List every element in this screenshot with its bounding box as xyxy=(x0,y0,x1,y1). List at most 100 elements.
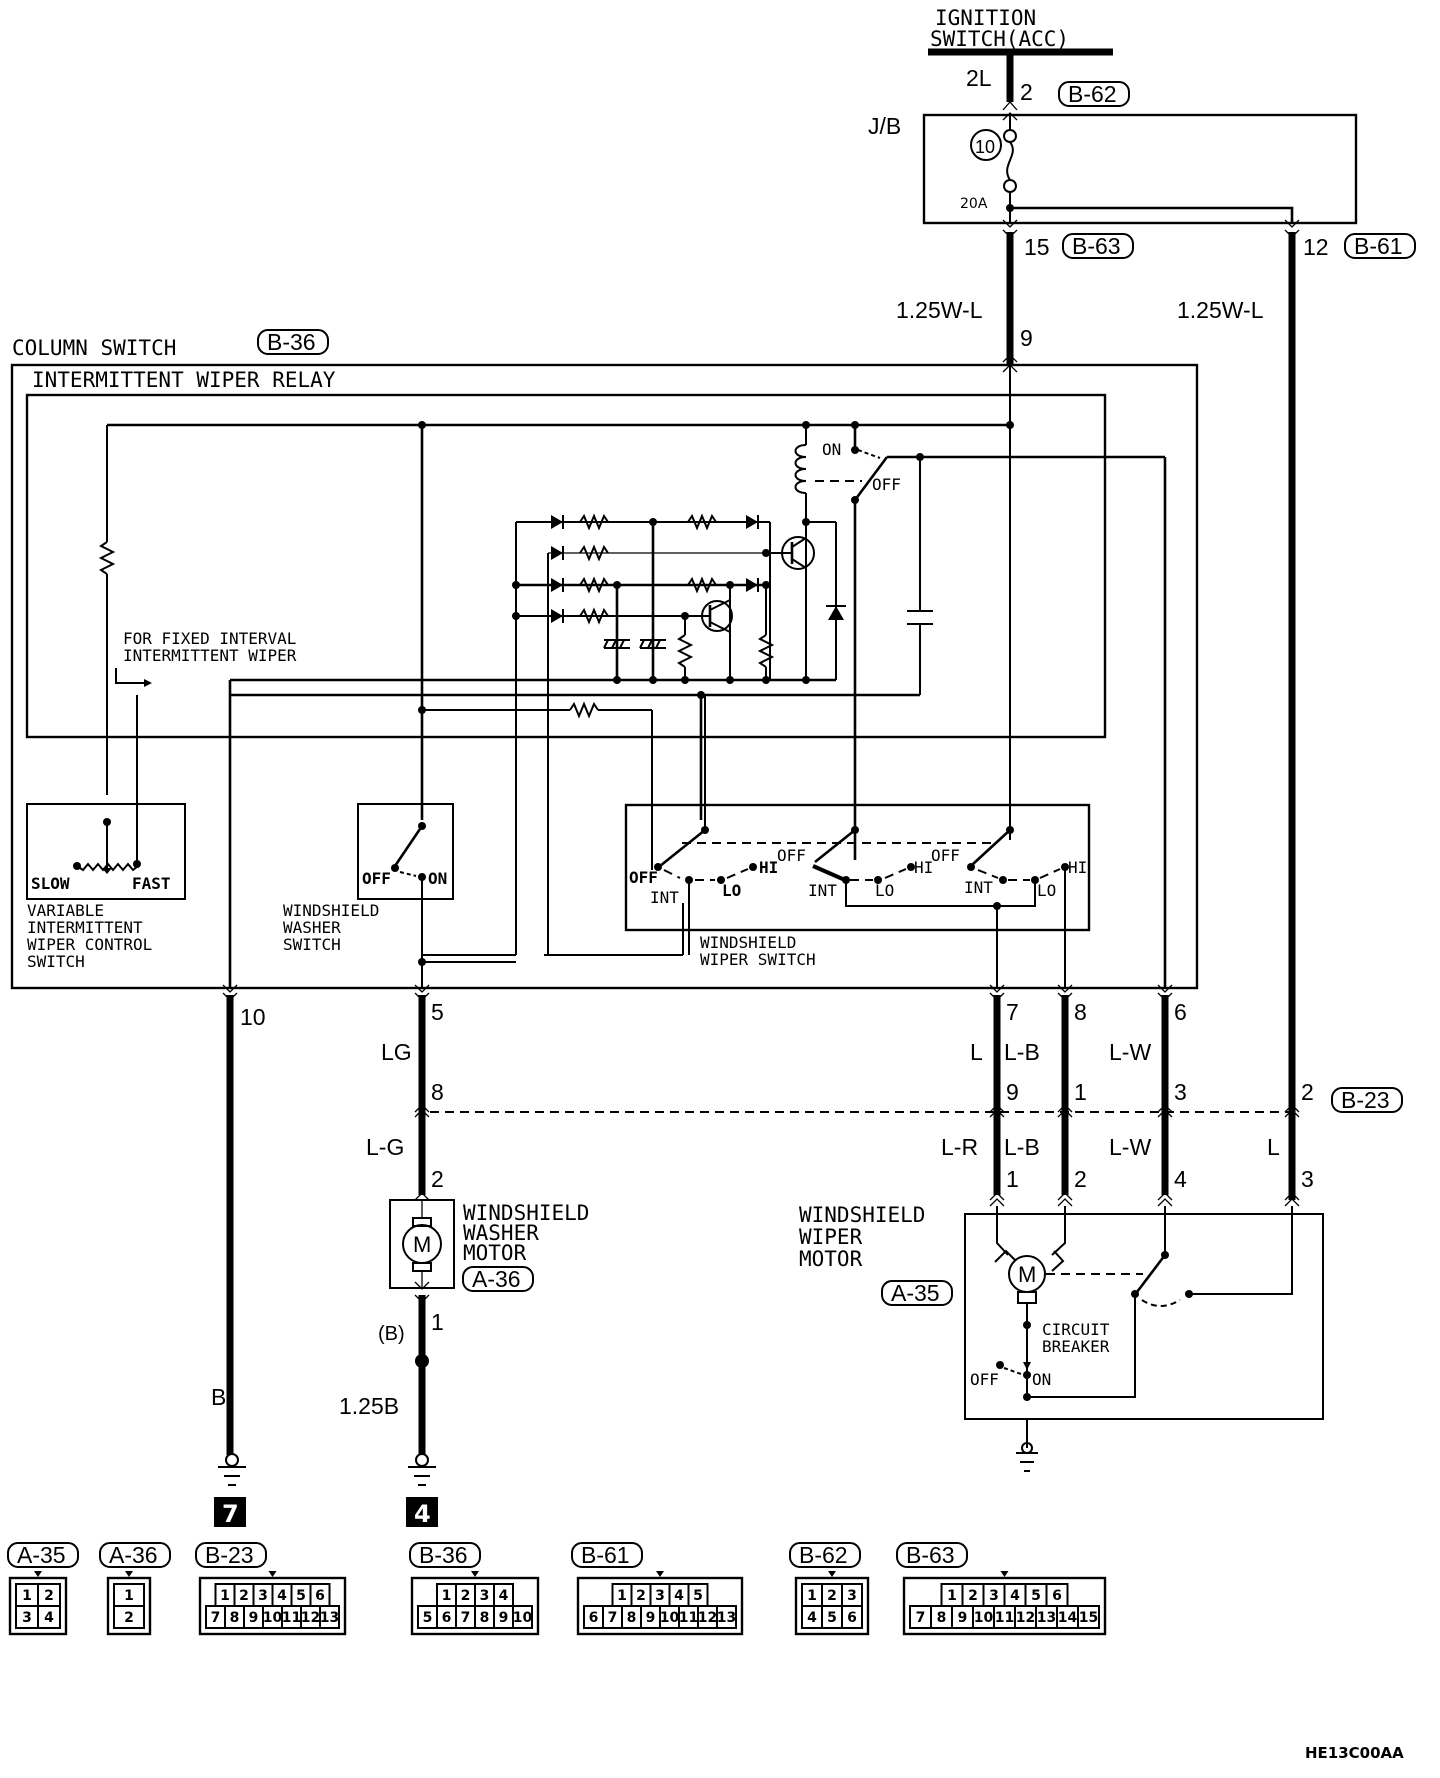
connector-tag-b63: B-63 xyxy=(1062,233,1134,259)
washer-switch: OFF ON WINDSHIELD WASHER SWITCH xyxy=(283,803,516,988)
connector-pin-number: 8 xyxy=(230,1610,240,1626)
wiper-pos-hi-2: HI xyxy=(914,858,933,877)
wiper-pin-4: 4 xyxy=(1174,1166,1187,1192)
connector-pin-number: 9 xyxy=(958,1610,968,1626)
svg-text:B-36: B-36 xyxy=(267,329,316,355)
connector-pin-number: 7 xyxy=(608,1610,618,1626)
connector-face-label: B-23 xyxy=(205,1542,254,1568)
pin-6-label: 6 xyxy=(1174,999,1187,1025)
pin-5-label: 5 xyxy=(431,999,444,1025)
connector-pin-number: 11 xyxy=(679,1610,698,1626)
b23-pin-8: 8 xyxy=(431,1079,444,1105)
wiper-motor-label-2: WIPER xyxy=(799,1225,863,1249)
connector-symbol xyxy=(1157,1192,1173,1207)
connector-symbol xyxy=(1284,1104,1300,1118)
connector-housing xyxy=(576,1576,744,1636)
connector-face-label: B-63 xyxy=(906,1542,955,1568)
connector-pin-number: 4 xyxy=(499,1588,509,1604)
connector-pin-number: 1 xyxy=(220,1588,230,1604)
connector-housing xyxy=(8,1576,68,1636)
connector-pin-number: 3 xyxy=(847,1588,857,1604)
connector-pin-number: 11 xyxy=(282,1610,301,1626)
relay-contact-off: OFF xyxy=(872,475,901,494)
splice-point xyxy=(415,1354,429,1368)
resistor-icon xyxy=(757,634,775,668)
variable-switch-label-1: VARIABLE xyxy=(27,901,104,920)
ground-point-badge-7 xyxy=(214,1497,246,1527)
connector-pin-number: 4 xyxy=(674,1588,684,1604)
connector-pin-cell xyxy=(113,1605,145,1629)
connector-key-icon xyxy=(656,1571,664,1577)
wire-right-label: 1.25W-L xyxy=(1177,297,1264,323)
connector-face-label: B-36 xyxy=(419,1542,468,1568)
connector-pin-number: 2 xyxy=(124,1610,134,1626)
junction-block: J/B 10 20A xyxy=(868,113,1358,225)
connector-pin-cell xyxy=(319,1605,340,1629)
connector-key-icon xyxy=(34,1571,42,1577)
connector-tag-b23: B-23 xyxy=(1331,1087,1403,1113)
connector-face-label: A-35 xyxy=(17,1542,66,1568)
connector-pin-number: 6 xyxy=(442,1610,452,1626)
connector-pin-number: 1 xyxy=(442,1588,452,1604)
pin-9-label: 9 xyxy=(1020,325,1033,351)
svg-text:7: 7 xyxy=(222,1500,239,1528)
wiper-pos-off-3: OFF xyxy=(931,846,960,865)
connector-pin-number: 2 xyxy=(636,1588,646,1604)
fuse-rating: 20A xyxy=(960,196,988,212)
connector-key-icon xyxy=(828,1571,836,1577)
diode-icon xyxy=(551,578,563,592)
washer-off-label: OFF xyxy=(362,869,391,888)
fuse-icon xyxy=(1006,141,1014,181)
jb-label: J/B xyxy=(868,113,901,139)
connector-pin-number: 1 xyxy=(807,1588,817,1604)
thermistor-icon xyxy=(639,639,666,649)
wire-2l-label: 2L xyxy=(966,65,992,91)
connector-face-label: B-61 xyxy=(581,1542,630,1568)
connector-pin-number: 11 xyxy=(995,1610,1014,1626)
connector-pin-number: 2 xyxy=(461,1588,471,1604)
connector-pin-number: 3 xyxy=(655,1588,665,1604)
wiper-pos-int-3: INT xyxy=(964,878,993,897)
slow-label: SLOW xyxy=(31,874,70,893)
column-switch-box xyxy=(10,363,1199,990)
connector-pin-number: 8 xyxy=(480,1610,490,1626)
wiper-motor-label-3: MOTOR xyxy=(799,1247,863,1271)
b23-pin-3: 3 xyxy=(1174,1079,1187,1105)
washer-pin-1: 1 xyxy=(431,1309,444,1335)
connector-pin-number: 1 xyxy=(22,1588,32,1604)
ground-left: B 7 xyxy=(211,1384,246,1528)
ignition-switch: IGNITION SWITCH(ACC) xyxy=(928,6,1113,56)
wiper-switch: OFF INT LO HI OFF INT LO HI OFF INT LO H… xyxy=(544,695,1091,988)
connector-pin-number: 3 xyxy=(989,1588,999,1604)
resistor-icon xyxy=(579,607,609,625)
b23-pin-2: 2 xyxy=(1301,1079,1314,1105)
connector-pin-number: 14 xyxy=(1058,1610,1078,1626)
wire-lb-label: L-B xyxy=(1004,1039,1040,1065)
diagram-id: HE13C00AA xyxy=(1305,1744,1404,1762)
connector-pin-number: 15 xyxy=(1079,1610,1098,1626)
svg-text:B-23: B-23 xyxy=(1341,1087,1390,1113)
fuse-terminal-top xyxy=(1003,129,1017,143)
resistor-icon xyxy=(579,513,609,531)
pin-7-label: 7 xyxy=(1006,999,1019,1025)
connector-housing xyxy=(198,1576,347,1636)
wiper-pos-off-2: OFF xyxy=(777,846,806,865)
connector-symbol xyxy=(414,1104,430,1118)
pin-2-label: 2 xyxy=(1020,79,1033,105)
diode-icon xyxy=(746,578,758,592)
connector-key-icon xyxy=(1000,1571,1009,1577)
connector-key-icon xyxy=(125,1571,133,1577)
connector-pin-number: 6 xyxy=(315,1588,325,1604)
connector-symbol xyxy=(1284,1192,1300,1207)
wire-l-label-2: L xyxy=(1267,1134,1280,1160)
pin-12-label: 12 xyxy=(1303,234,1329,260)
washer-motor: 2 M WINDSHIELD WASHER MOTOR A-36 1 (B) 1… xyxy=(339,1166,589,1455)
ground-left-wire: B xyxy=(211,1384,226,1410)
connector-pin-number: 10 xyxy=(974,1610,994,1626)
harness: 10 5 7 8 6 LG L L-B L-W 8 9 1 3 2 B-23 L… xyxy=(222,984,1403,1455)
